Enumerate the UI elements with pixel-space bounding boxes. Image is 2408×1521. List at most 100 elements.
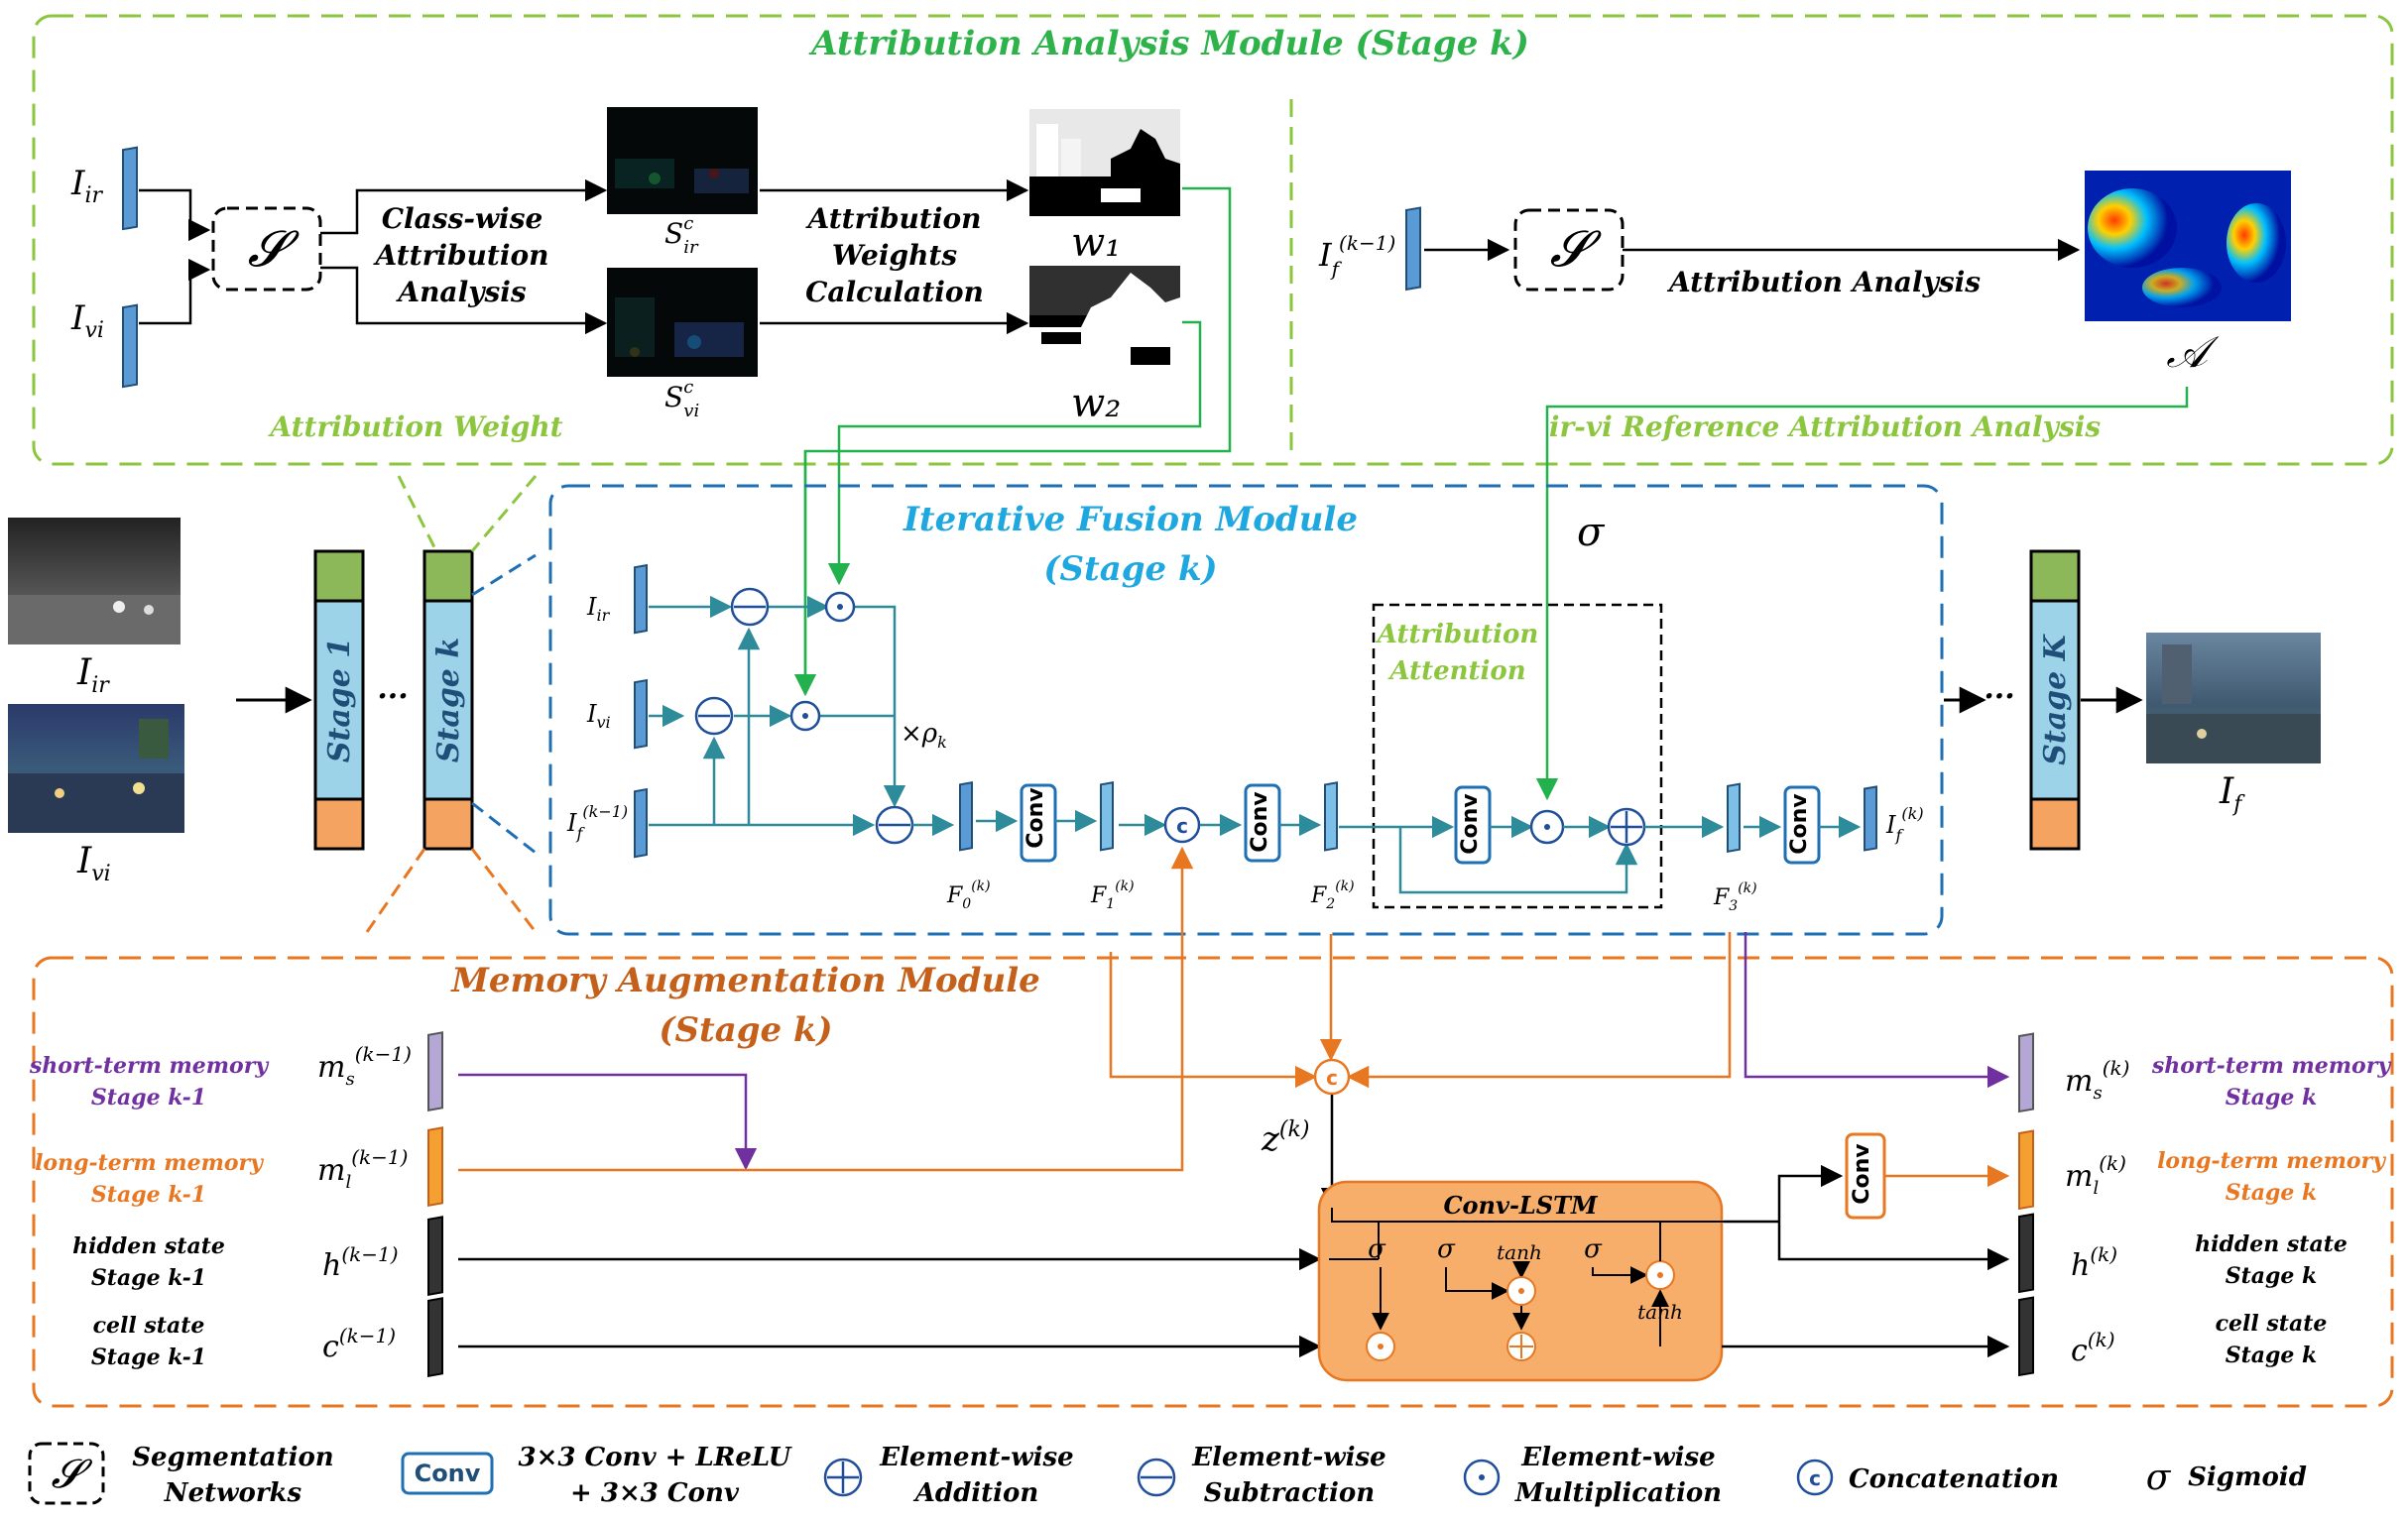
lstm-sigma-3: σ (1584, 1234, 1603, 1264)
weights-calc-label-2: Weights (832, 239, 957, 272)
svg-text:Sigmoid: Sigmoid (2188, 1462, 2307, 1492)
feature-if-k (1864, 785, 1877, 852)
lstm-add (1506, 1332, 1536, 1361)
memory-module-subtitle: (Stage k) (659, 1010, 832, 1050)
svg-text:Conv: Conv (415, 1460, 481, 1487)
long-memory-in-label: long-term memory (35, 1150, 265, 1176)
stage-1-label: Stage 1 (322, 638, 357, 762)
feature-f0 (959, 781, 973, 852)
rho-label: ×ρk (901, 719, 947, 752)
svg-text:3×3 Conv + LReLU: 3×3 Conv + LReLU (519, 1443, 792, 1472)
memory-module-frame (32, 956, 2394, 1408)
label-ms-k1: ms(k−1) (317, 1042, 412, 1090)
segmentation-network-box (211, 206, 322, 292)
svg-text:+ 3×3 Conv: + 3×3 Conv (570, 1478, 740, 1508)
lstm-sigma-1: σ (1368, 1234, 1386, 1264)
legend: 𝓢 Segmentation Networks Conv 3×3 Conv + … (28, 1442, 2307, 1508)
svg-text:c: c (1176, 814, 1188, 838)
class-wise-label-3: Analysis (395, 276, 527, 308)
feature-iir-top (122, 146, 138, 231)
feature-ivi-top (122, 303, 138, 389)
svg-text:Element-wise: Element-wise (1191, 1443, 1385, 1472)
class-wise-label-2: Attribution (372, 239, 548, 272)
stage-k-label: Stage k (431, 638, 466, 762)
short-memory-in-stage: Stage k-1 (91, 1085, 206, 1111)
svg-text:Conv: Conv (1248, 791, 1272, 853)
weights-calc-label: Attribution (804, 202, 981, 235)
hidden-state-out-stage: Stage k (2226, 1263, 2318, 1289)
svg-text:Networks: Networks (164, 1478, 302, 1508)
label-h-k: h(k) (2071, 1242, 2117, 1283)
svg-text:Conv: Conv (1787, 793, 1812, 855)
svg-text:Element-wise: Element-wise (1520, 1443, 1715, 1472)
fusion-module-title: Iterative Fusion Module (903, 500, 1358, 539)
label-f0: F0(k) (946, 878, 991, 912)
label-f3: F3(k) (1713, 880, 1757, 914)
segmentation-symbol-2: 𝓢 (1550, 220, 1603, 278)
svg-text:Multiplication: Multiplication (1514, 1478, 1722, 1508)
segmentation-network-box-2 (1513, 208, 1625, 292)
feature-if-k1-fusion (634, 787, 648, 859)
label-f2: F2(k) (1310, 878, 1355, 912)
svg-text:Concatenation: Concatenation (1849, 1464, 2059, 1494)
lstm-sigma-2: σ (1437, 1234, 1456, 1264)
feature-ml-k1 (427, 1126, 443, 1208)
segmentation-symbol: 𝓢 (248, 220, 301, 278)
lstm-multiply-2 (1506, 1276, 1536, 1306)
attribution-attention-box (1372, 603, 1663, 909)
short-memory-in-label: short-term memory (29, 1053, 270, 1079)
label-ml-k1: ml(k−1) (317, 1145, 408, 1193)
label-if-k1-fusion: If(k−1) (566, 802, 628, 843)
label-z-k: z(k) (1261, 1117, 1309, 1159)
label-iir-fusion: Iir (586, 593, 611, 625)
reference-analysis-label: ir-vi Reference Attribution Analysis (1549, 410, 2101, 443)
feature-if-k1-top (1405, 206, 1421, 292)
concat-op-fusion: c (1163, 806, 1201, 844)
label-ms-k: ms(k) (2065, 1056, 2129, 1104)
subtract-op-main (875, 805, 914, 845)
cell-state-out-label: cell state (2216, 1311, 2328, 1337)
svg-text:c: c (1809, 1466, 1821, 1490)
multiply-op-w1 (824, 591, 856, 623)
cell-state-in-stage: Stage k-1 (91, 1345, 206, 1370)
lstm-tanh-1: tanh (1497, 1240, 1542, 1264)
attribution-module-title: Attribution Analysis Module (Stage k) (808, 24, 1529, 63)
iterative-fusion-frame (548, 484, 1944, 936)
feature-c-k1 (427, 1297, 443, 1378)
attention-label-2: Attention (1386, 656, 1525, 686)
label-ml-k: ml(k) (2065, 1151, 2126, 1199)
label-c-k1: c(k−1) (322, 1324, 396, 1364)
svg-text:Addition: Addition (912, 1478, 1039, 1508)
label-iir-top: Iir (70, 164, 103, 208)
lstm-multiply-3 (1645, 1260, 1675, 1290)
label-ivi-input: Ivi (76, 841, 111, 886)
fusion-module-subtitle: (Stage k) (1043, 549, 1217, 589)
attribution-module-frame (32, 14, 2394, 466)
label-iir-input: Iir (76, 652, 110, 698)
label-if-output: If (2219, 771, 2245, 817)
svg-text:Conv: Conv (1023, 787, 1048, 849)
attribution-weight-label: Attribution Weight (267, 410, 562, 443)
long-memory-in-stage: Stage k-1 (91, 1182, 206, 1208)
conv-block-1: Conv (1020, 783, 1057, 863)
class-wise-label: Class-wise (382, 202, 543, 235)
feature-ms-k1 (427, 1031, 443, 1112)
label-if-k: If(k) (1885, 804, 1924, 845)
conv-block-2: Conv (1244, 783, 1281, 863)
feature-h-k1 (427, 1216, 443, 1297)
feature-iir-fusion (634, 563, 648, 635)
lstm-tanh-2: tanh (1637, 1300, 1683, 1324)
stage-dots-right: ··· (1984, 679, 2014, 714)
attention-label: Attribution (1375, 620, 1539, 649)
hidden-state-in-stage: Stage k-1 (91, 1265, 206, 1291)
feature-ivi-fusion (634, 678, 648, 750)
conv-block-4: Conv (1783, 785, 1821, 865)
feature-ms-k (2018, 1032, 2034, 1113)
conv-block-3: Conv (1454, 785, 1492, 865)
concat-op-memory: c (1313, 1058, 1351, 1096)
feature-f1 (1100, 780, 1114, 852)
long-memory-out-stage: Stage k (2226, 1180, 2318, 1206)
long-memory-out-label: long-term memory (2157, 1148, 2387, 1174)
